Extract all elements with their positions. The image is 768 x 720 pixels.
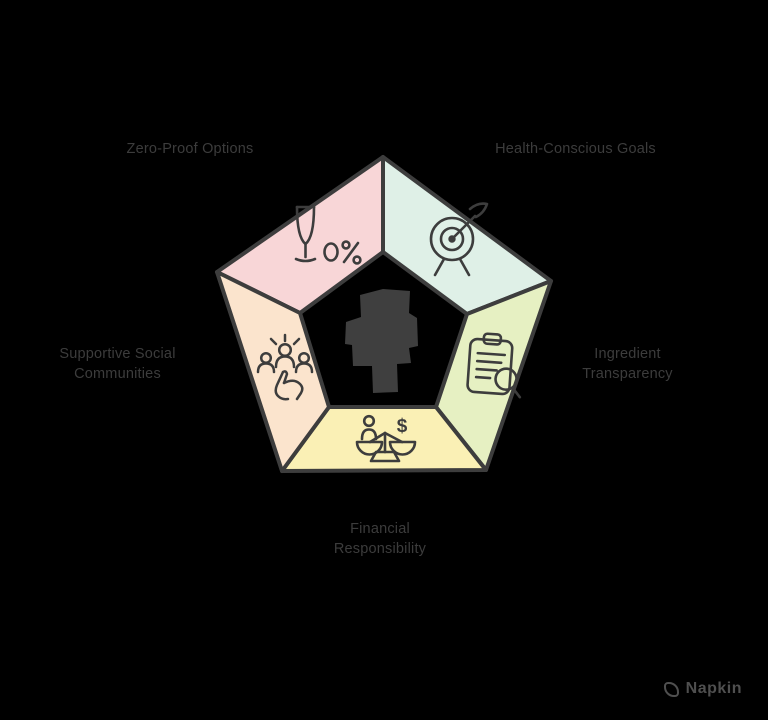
dartboard-target-icon xyxy=(429,202,489,277)
person-silhouette-icon xyxy=(345,289,418,393)
label-line: Financial xyxy=(350,521,410,537)
balance-scale-person-dollar-icon: $ xyxy=(355,414,417,463)
watermark-logo-icon xyxy=(663,681,679,697)
label-line: Communities xyxy=(74,366,161,382)
label-right-segment: Ingredient Transparency xyxy=(540,344,715,384)
watermark-label: Napkin xyxy=(685,680,742,697)
label-line: Health-Conscious Goals xyxy=(495,141,656,157)
champagne-flute-zero-percent-icon xyxy=(294,205,362,265)
people-selection-hand-icon xyxy=(256,333,314,401)
label-top-right-segment: Health-Conscious Goals xyxy=(478,139,673,159)
label-bottom-segment: Financial Responsibility xyxy=(290,519,470,559)
label-line: Responsibility xyxy=(333,541,427,557)
watermark: Napkin xyxy=(663,680,742,698)
dollar-sign: $ xyxy=(397,416,408,437)
label-top-left-segment: Zero-Proof Options xyxy=(100,139,280,159)
clipboard-magnifier-icon xyxy=(466,332,522,399)
label-left-segment: Supportive Social Communities xyxy=(30,344,205,384)
label-line: Transparency xyxy=(582,366,673,382)
label-line: Zero-Proof Options xyxy=(126,141,254,157)
label-line: Supportive Social xyxy=(59,346,176,362)
label-line: Ingredient xyxy=(594,346,661,362)
